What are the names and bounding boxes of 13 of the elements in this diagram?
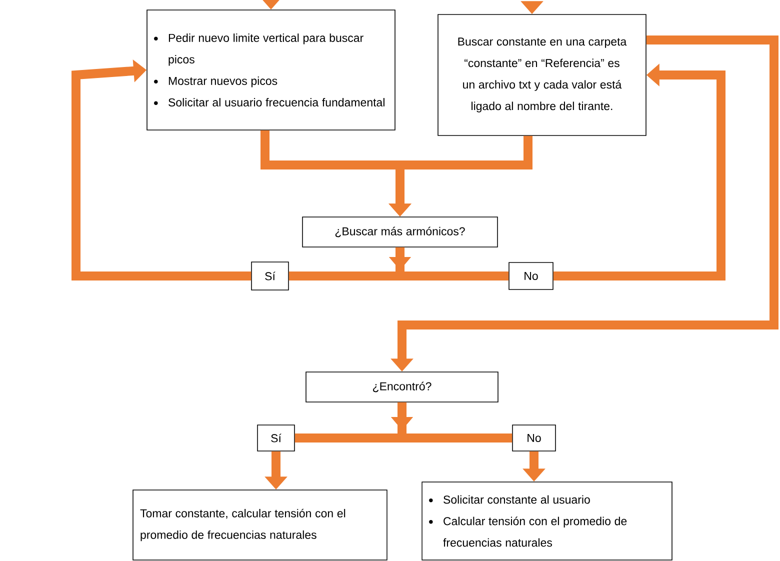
answer-box: No — [508, 262, 554, 290]
process-box: Solicitar constante al usuario Calcular tensión con el promedio de frecuencias naturales — [422, 482, 672, 560]
decision-box: ¿Buscar más armónicos? — [302, 216, 498, 248]
process-box: Pedir nuevo limite vertical para buscar picos Mostrar nuevos picos Solicitar al usuario frecuencia fundamental — [146, 10, 396, 130]
answer-box: No — [512, 424, 556, 452]
arrow — [391, 402, 512, 442]
answer-box: Sí — [257, 424, 295, 452]
decision-box: ¿Encontró? — [306, 372, 498, 402]
arrow — [72, 60, 252, 280]
process-box: Tomar constante, calcular tensión con el promedio de frecuencias naturales — [132, 490, 388, 560]
process-box: Buscar constante en una carpeta “constante” en “Referencia” es un archivo txt y cada valor está ligado al nombre del tirante. — [438, 14, 646, 136]
arrow — [389, 247, 509, 280]
answer-box: Sí — [251, 262, 289, 290]
